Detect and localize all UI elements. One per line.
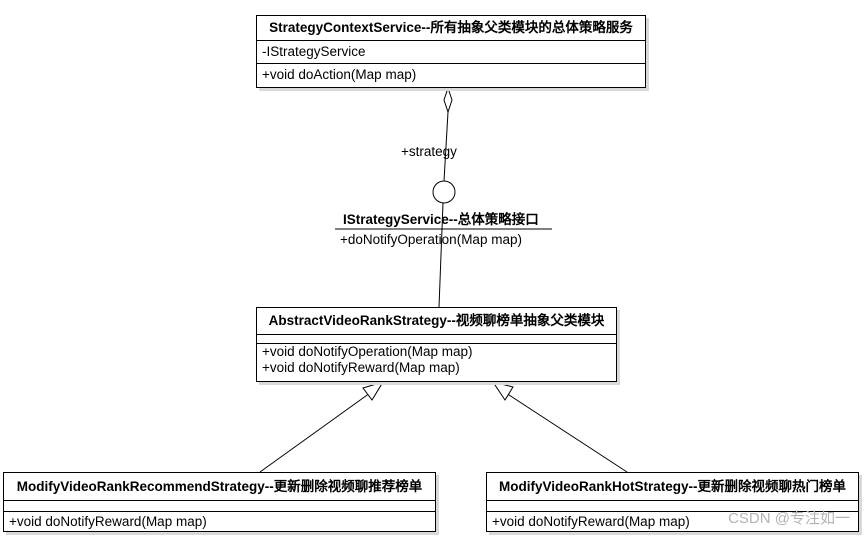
abstract-class-method-reward: +void doNotifyReward(Map map) xyxy=(262,360,460,375)
hot-class-title: ModifyVideoRankHotStrategy--更新删除视频聊热门榜单 xyxy=(487,473,858,501)
recommend-class-box[interactable]: ModifyVideoRankRecommendStrategy--更新删除视频… xyxy=(3,472,436,532)
generalization-line-recommend xyxy=(259,392,371,473)
abstract-class-attributes xyxy=(257,335,616,344)
interface-lollipop xyxy=(432,180,456,204)
context-class-title: StrategyContextService--所有抽象父类模块的总体策略服务 xyxy=(257,16,645,41)
context-class-box[interactable]: StrategyContextService--所有抽象父类模块的总体策略服务 … xyxy=(256,15,646,88)
abstract-class-method-operation: +void doNotifyOperation(Map map) xyxy=(262,344,473,359)
association-label: +strategy xyxy=(401,144,457,159)
abstract-class-title: AbstractVideoRankStrategy--视频聊榜单抽象父类模块 xyxy=(257,308,616,335)
realization-line xyxy=(438,202,444,308)
recommend-class-attributes xyxy=(4,501,435,512)
recommend-class-title: ModifyVideoRankRecommendStrategy--更新删除视频… xyxy=(4,473,435,501)
context-class-attribute: -IStrategyService xyxy=(257,41,645,64)
hot-class-box[interactable]: ModifyVideoRankHotStrategy--更新删除视频聊热门榜单 … xyxy=(486,472,859,532)
interface-title: IStrategyService--总体策略接口 xyxy=(343,212,539,227)
abstract-class-box[interactable]: AbstractVideoRankStrategy--视频聊榜单抽象父类模块 +… xyxy=(256,307,617,382)
hot-class-attributes xyxy=(487,501,858,512)
aggregation-diamond xyxy=(443,86,453,114)
generalization-line-hot xyxy=(505,392,628,473)
context-class-method: +void doAction(Map map) xyxy=(262,67,417,82)
watermark: CSDN @专注如一 xyxy=(728,510,850,527)
recommend-class-method: +void doNotifyReward(Map map) xyxy=(9,514,207,529)
association-line xyxy=(443,111,449,182)
hot-class-method: +void doNotifyReward(Map map) xyxy=(492,514,690,529)
generalization-arrow-recommend xyxy=(362,381,385,401)
interface-method: +doNotifyOperation(Map map) xyxy=(340,232,522,247)
generalization-arrow-hot xyxy=(491,381,514,401)
